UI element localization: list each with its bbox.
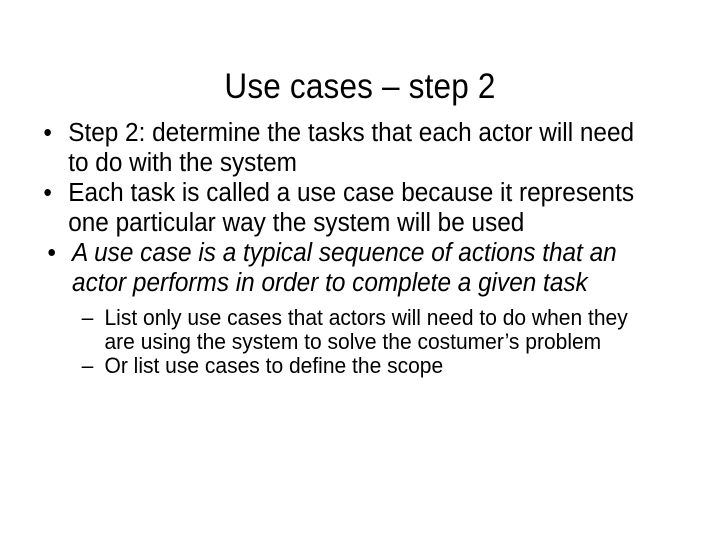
bullet-item-3: • A use case is a typical sequence of ac… <box>30 238 660 298</box>
slide-title: Use cases – step 2 <box>224 67 496 107</box>
sub-bullet-list: – List only use cases that actors will n… <box>30 306 690 378</box>
bullet-text-1: Step 2: determine the tasks that each ac… <box>68 119 635 177</box>
sub-bullet-item-1: – List only use cases that actors will n… <box>30 306 660 354</box>
bullet-text-2: Each task is called a use case because i… <box>68 179 635 237</box>
bullet-text-3: A use case is a typical sequence of acti… <box>72 239 617 297</box>
bullet-marker-icon: • <box>47 239 56 267</box>
bullet-marker-icon: • <box>43 119 52 147</box>
bullet-item-1: • Step 2: determine the tasks that each … <box>30 118 660 178</box>
bullet-marker-icon: • <box>43 179 52 207</box>
dash-marker-icon: – <box>81 305 94 330</box>
slide-body: • Step 2: determine the tasks that each … <box>30 118 690 378</box>
sub-bullet-text-2: Or list use cases to define the scope <box>104 353 444 378</box>
sub-bullet-item-2: – Or list use cases to define the scope <box>30 354 660 378</box>
sub-bullet-text-1: List only use cases that actors will nee… <box>104 305 628 354</box>
dash-marker-icon: – <box>81 353 94 378</box>
bullet-item-2: • Each task is called a use case because… <box>30 178 660 238</box>
